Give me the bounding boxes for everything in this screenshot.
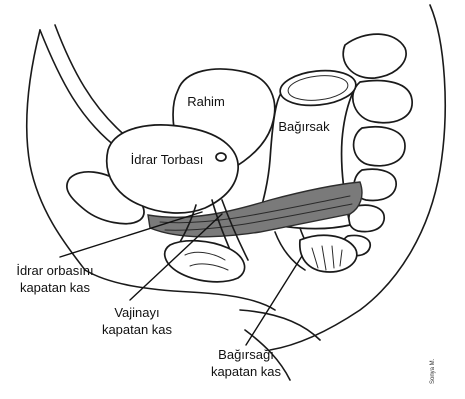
label-vagina-muscle-line2: kapatan kas <box>102 322 173 337</box>
label-bowel-muscle-line1: Bağırsağı <box>218 347 274 362</box>
label-bladder-muscle-line1: İdrar orbasını <box>16 263 93 278</box>
abdominal-wall <box>40 25 128 150</box>
label-bladder: İdrar Torbası <box>131 152 204 167</box>
ureter-opening <box>216 153 226 161</box>
label-bowel: Bağırsak <box>278 119 330 134</box>
anal-sphincter <box>300 235 357 272</box>
labia <box>165 241 245 282</box>
label-bladder-muscle-line2: kapatan kas <box>20 280 91 295</box>
label-bowel-muscle-line2: kapatan kas <box>211 364 282 379</box>
label-uterus: Rahim <box>187 94 225 109</box>
label-vagina-muscle-line1: Vajinayı <box>114 305 159 320</box>
sacrum-vertebrae <box>342 34 412 256</box>
artist-signature: Sonya M. <box>430 358 436 384</box>
